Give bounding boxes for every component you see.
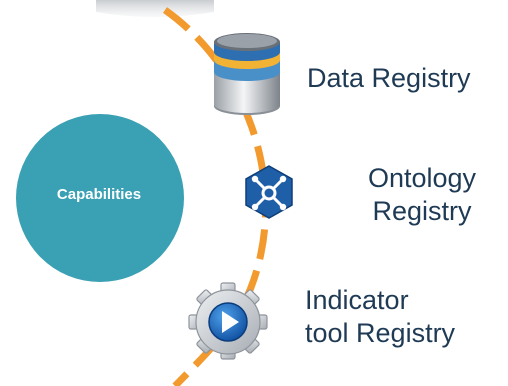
gear-play-icon <box>188 282 268 360</box>
indicator-registry-line-1: Indicator <box>305 285 409 315</box>
data-registry-label: Data Registry <box>307 62 471 95</box>
ontology-registry-line-1: Ontology <box>367 163 477 193</box>
database-icon <box>214 33 280 115</box>
indicator-registry-line-2: tool Registry <box>305 318 456 348</box>
capabilities-circle <box>16 114 184 282</box>
ontology-registry-line-2: Registry <box>372 196 472 226</box>
data-registry-line: Data Registry <box>307 63 471 93</box>
top-shadow-band <box>96 0 214 17</box>
ontology-registry-label: Ontology Registry <box>360 162 484 228</box>
capabilities-label: Capabilities <box>56 186 142 203</box>
network-hexagon-icon <box>245 165 293 219</box>
indicator-tool-registry-label: Indicator tool Registry <box>305 284 455 350</box>
